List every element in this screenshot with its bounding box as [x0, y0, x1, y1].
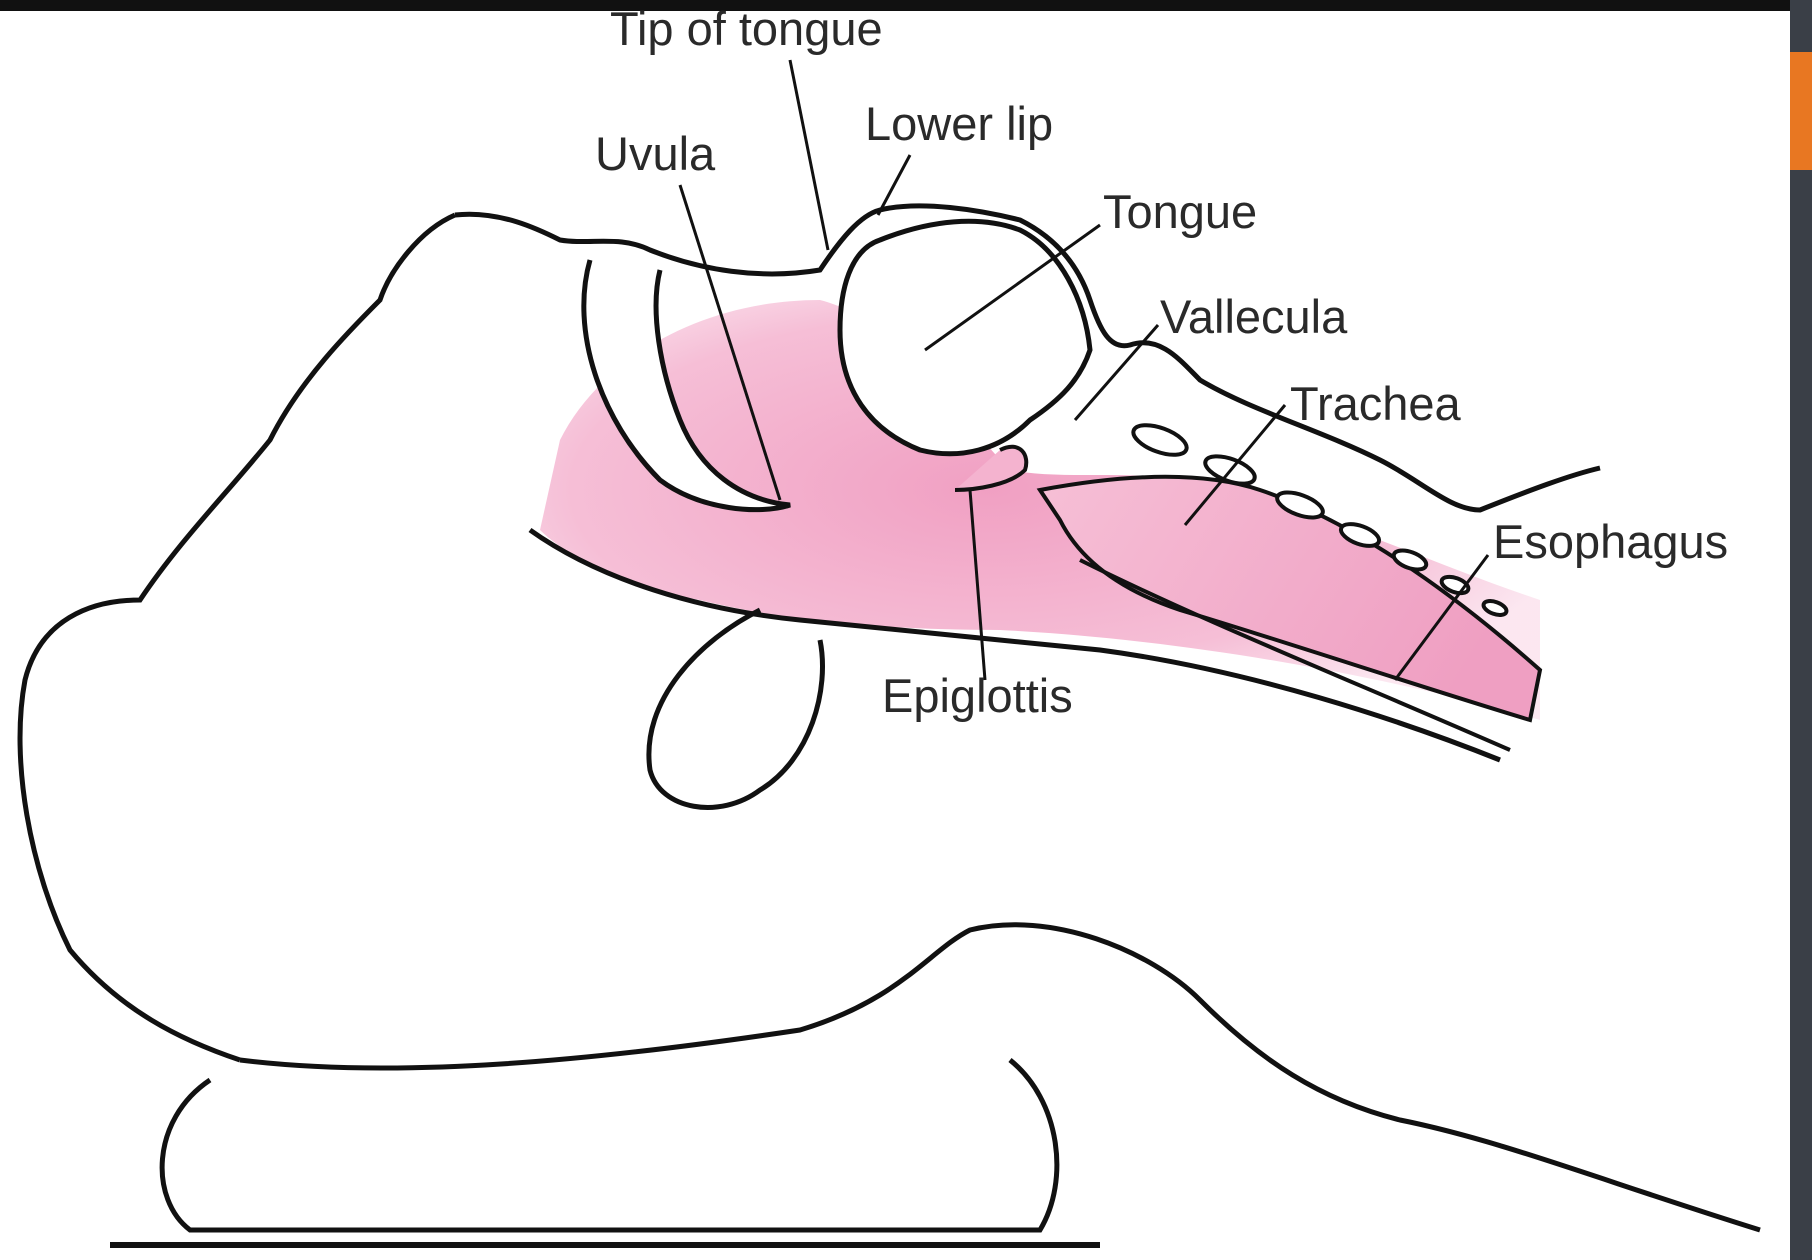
back-of-head	[20, 215, 455, 1060]
ear	[649, 610, 823, 807]
label-lower-lip: Lower lip	[865, 97, 1053, 150]
label-vallecula: Vallecula	[1160, 290, 1348, 343]
tongue-shape	[840, 221, 1090, 453]
label-uvula: Uvula	[595, 127, 716, 180]
side-accent	[1790, 52, 1812, 170]
shoulder-outline	[240, 925, 1760, 1230]
side-strip	[1790, 0, 1812, 1260]
label-esophagus: Esophagus	[1493, 515, 1728, 568]
pillow-outline	[162, 1060, 1057, 1230]
label-tongue: Tongue	[1103, 185, 1257, 238]
label-epiglottis: Epiglottis	[882, 669, 1073, 722]
label-tip-of-tongue: Tip of tongue	[610, 2, 883, 55]
label-trachea: Trachea	[1290, 377, 1462, 430]
